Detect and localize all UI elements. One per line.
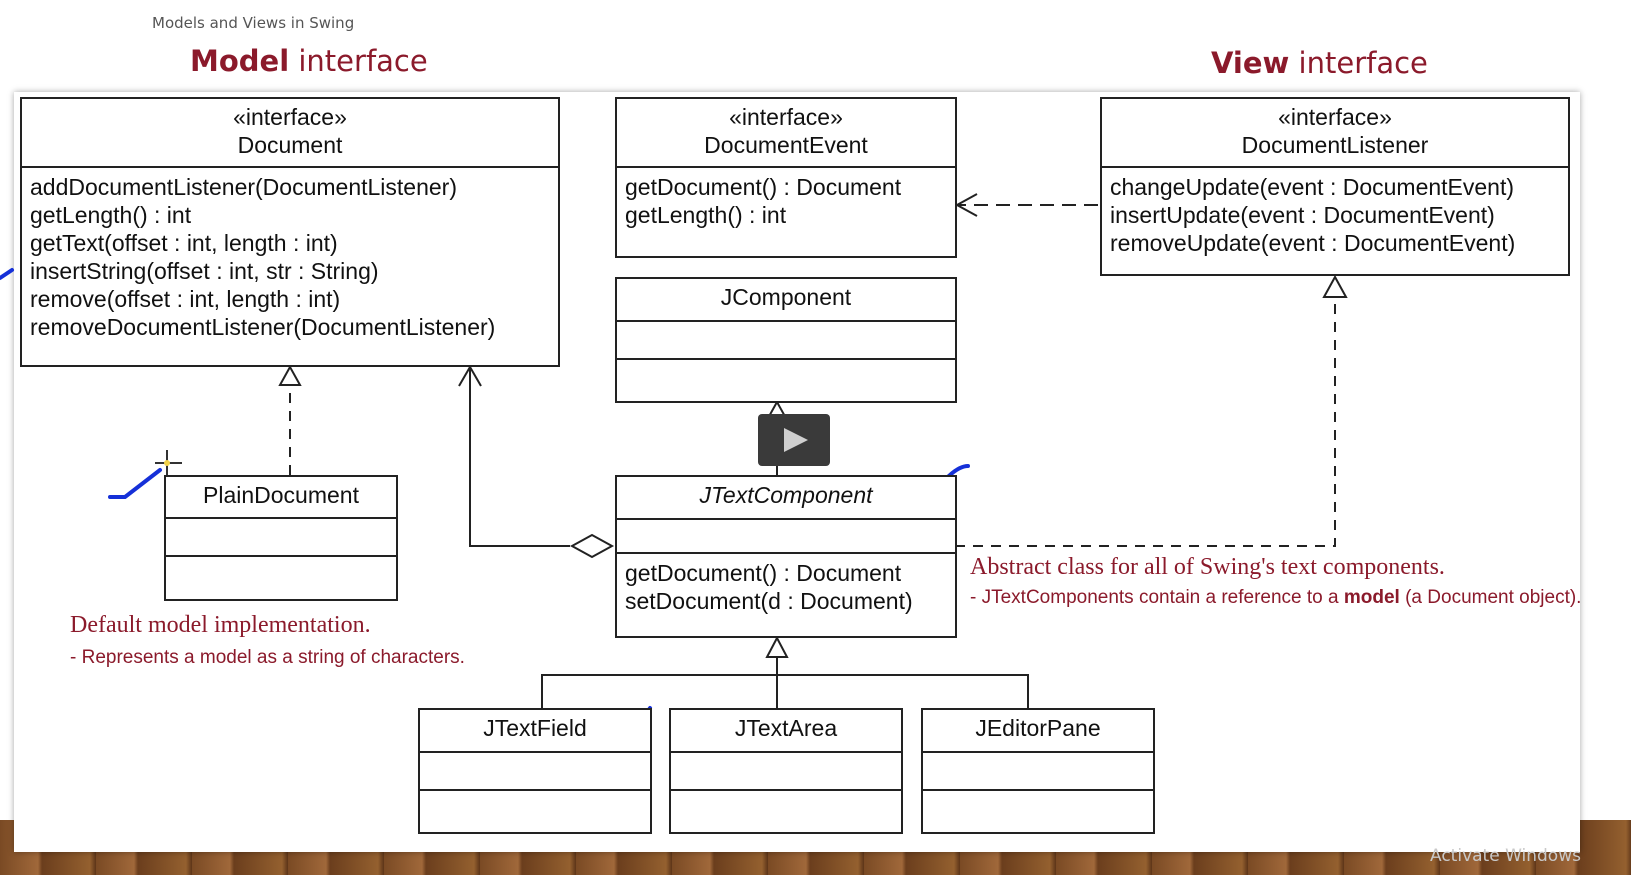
class-header: JTextArea — [671, 710, 901, 753]
note-abstract-class-title: Abstract class for all of Swing's text c… — [970, 554, 1445, 580]
class-header: JEditorPane — [923, 710, 1153, 753]
subclass-generalization-arrowhead — [765, 635, 789, 658]
method-list: addDocumentListener(DocumentListener) ge… — [22, 168, 558, 341]
class-header: «interface» DocumentEvent — [617, 99, 955, 168]
class-document: «interface» Document addDocumentListener… — [20, 97, 560, 367]
video-play-button[interactable] — [758, 414, 830, 466]
attribute-compartment — [671, 753, 901, 791]
aggregation-diamond — [569, 533, 615, 559]
activate-windows-watermark: Activate Windows — [1430, 846, 1581, 866]
method-compartment — [671, 791, 901, 832]
method-item: removeDocumentListener(DocumentListener) — [30, 314, 496, 340]
class-name: DocumentListener — [1241, 132, 1429, 158]
method-item: insertUpdate(event : DocumentEvent) — [1110, 202, 1495, 228]
note-sub-prefix: - JTextComponents contain a reference to… — [970, 587, 1344, 608]
class-header: JTextField — [420, 710, 650, 753]
class-name: JEditorPane — [975, 715, 1101, 741]
listener-realization-arrowhead — [1322, 274, 1348, 298]
class-header: PlainDocument — [166, 477, 396, 519]
method-item: remove(offset : int, length : int) — [30, 286, 341, 312]
model-heading-bold: Model — [190, 44, 290, 78]
class-name: JTextField — [483, 715, 587, 741]
method-item: getDocument() : Document — [625, 560, 902, 586]
method-compartment — [923, 791, 1153, 832]
stereotype-label: «interface» — [233, 104, 347, 130]
class-name: PlainDocument — [203, 482, 359, 508]
method-compartment — [420, 791, 650, 832]
method-list: getDocument() : Document setDocument(d :… — [617, 554, 955, 615]
listener-realization-line — [955, 297, 1336, 547]
play-icon — [784, 428, 808, 452]
method-item: getLength() : int — [625, 202, 787, 228]
method-item: setDocument(d : Document) — [625, 588, 913, 614]
plaindocument-realization-arrowhead — [278, 364, 302, 386]
note-sub-suffix: (a Document object). — [1399, 587, 1582, 608]
note-default-model-sub: - Represents a model as a string of char… — [70, 647, 465, 668]
method-item: getText(offset : int, length : int) — [30, 230, 338, 256]
attribute-compartment — [617, 520, 955, 554]
slide-header: Models and Views in Swing — [152, 14, 355, 32]
attribute-compartment — [420, 753, 650, 791]
class-name: JTextArea — [734, 715, 838, 741]
class-jtext-component: JTextComponent getDocument() : Document … — [615, 475, 957, 638]
class-document-event: «interface» DocumentEvent getDocument() … — [615, 97, 957, 258]
ink-mark-left — [0, 268, 14, 280]
note-abstract-class-sub: - JTextComponents contain a reference to… — [970, 584, 1630, 612]
class-header: «interface» DocumentListener — [1102, 99, 1568, 168]
class-plain-document: PlainDocument — [164, 475, 398, 601]
aggregation-open-arrowhead — [458, 365, 482, 387]
method-item: getDocument() : Document — [625, 174, 902, 200]
attribute-compartment — [617, 322, 955, 360]
class-header: «interface» Document — [22, 99, 558, 168]
view-heading-rest: interface — [1289, 46, 1428, 80]
subclass-bus-line — [541, 674, 1029, 708]
method-item: getLength() : int — [30, 202, 192, 228]
class-document-listener: «interface» DocumentListener changeUpdat… — [1100, 97, 1570, 276]
method-list: changeUpdate(event : DocumentEvent) inse… — [1102, 168, 1568, 257]
model-heading: Model interface — [190, 44, 428, 78]
method-item: addDocumentListener(DocumentListener) — [30, 174, 457, 200]
class-header: JComponent — [617, 279, 955, 322]
attribute-compartment — [923, 753, 1153, 791]
ink-check-plaindocument — [108, 468, 162, 499]
stereotype-label: «interface» — [1278, 104, 1392, 130]
method-item: changeUpdate(event : DocumentEvent) — [1110, 174, 1515, 200]
method-item: insertString(offset : int, str : String) — [30, 258, 379, 284]
class-name: JTextComponent — [699, 482, 873, 508]
method-list: getDocument() : Document getLength() : i… — [617, 168, 955, 229]
class-jtext-field: JTextField — [418, 708, 652, 834]
class-name: DocumentEvent — [704, 132, 868, 158]
class-jcomponent: JComponent — [615, 277, 957, 403]
method-compartment — [617, 360, 955, 400]
model-heading-rest: interface — [289, 44, 428, 78]
view-heading: View interface — [1211, 46, 1428, 80]
aggregation-line — [469, 368, 570, 547]
attribute-compartment — [166, 519, 396, 557]
cursor-crosshair-icon — [155, 450, 182, 476]
method-compartment — [166, 557, 396, 599]
class-jeditor-pane: JEditorPane — [921, 708, 1155, 834]
stereotype-label: «interface» — [729, 104, 843, 130]
class-name: JComponent — [720, 284, 852, 310]
class-name: Document — [237, 132, 343, 158]
note-sub-bold: model — [1343, 587, 1400, 608]
slide-top-area — [0, 0, 1631, 90]
note-default-model-title: Default model implementation. — [70, 612, 371, 638]
dependency-arrowhead — [954, 193, 978, 217]
method-item: removeUpdate(event : DocumentEvent) — [1110, 230, 1516, 256]
view-heading-bold: View — [1211, 46, 1290, 80]
class-jtext-area: JTextArea — [669, 708, 903, 834]
class-header: JTextComponent — [617, 477, 955, 520]
